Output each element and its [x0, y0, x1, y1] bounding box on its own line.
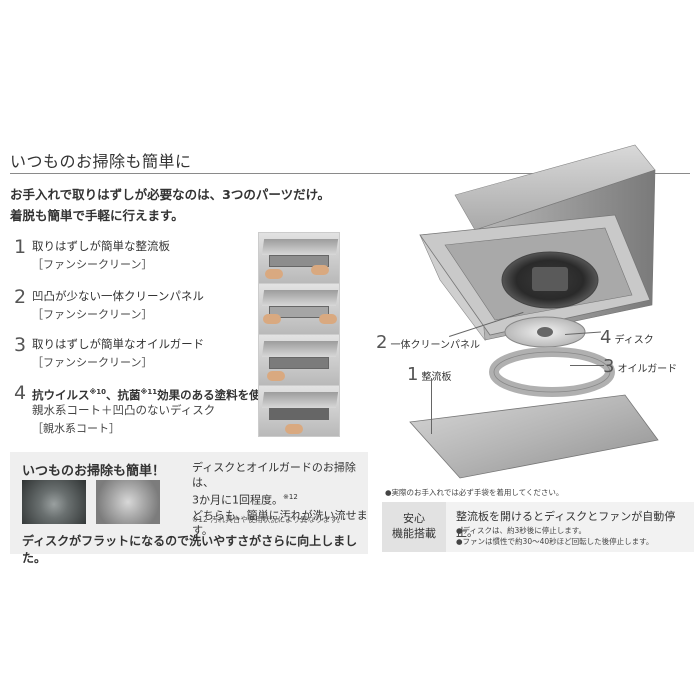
glove-notice: ●実際のお手入れでは必ず手袋を着用してください。 [385, 488, 564, 497]
safety-main-text: 整流板を開けるとディスクとファンが自動停止。 [456, 510, 676, 539]
photo-oil-guard-washing [96, 480, 160, 524]
thumb-oil-guard [258, 334, 340, 386]
thumb-disc [258, 385, 340, 437]
safety-note-fan: ●ファンは慣性で約30〜40秒ほど回転した後停止します。 [456, 537, 654, 546]
tip-line-2: 3か月に1回程度。※12 [192, 493, 298, 507]
safety-note-disc: ●ディスクは、約3秒後に停止します。 [456, 526, 587, 535]
part-text-4: 抗ウイルス※10、抗菌※11効果のある塗料を使用 [32, 384, 272, 404]
part-text-1: 取りはずしが簡単な整流板 [32, 239, 170, 253]
photo-disc-washing [22, 480, 86, 524]
part-number-4: 4 [14, 382, 27, 404]
tip-footnote: ※12 汚れ具合や使用状況により異なります。 [192, 515, 345, 524]
footnote-11: ※11 [140, 388, 158, 396]
page-title: いつものお掃除も簡単に [10, 152, 192, 171]
tip-bottom-text: ディスクがフラットになるので洗いやすさがさらに向上しました。 [22, 534, 358, 565]
tip-line-3: どちらも、簡単に汚れが洗い流せます。 [192, 508, 368, 537]
range-hood-exploded-illustration [409, 144, 659, 479]
part-text-3: 取りはずしが簡単なオイルガード [32, 337, 205, 351]
footnote-10: ※10 [89, 388, 107, 396]
part-text-4a: 抗ウイルス [32, 387, 90, 402]
part-number-3: 3 [14, 334, 27, 356]
part-sub-3: ［ファンシークリーン］ [32, 356, 153, 369]
thumb-rectifier-plate [258, 232, 340, 284]
part-sub-2: ［ファンシークリーン］ [32, 308, 153, 321]
part-line2-4: 親水系コート＋凹凸のないディスク [32, 403, 216, 417]
part-sub-4: ［親水系コート］ [32, 422, 120, 435]
tip-body: ディスクとオイルガードのお掃除は、 3か月に1回程度。※12 どちらも、簡単に汚… [192, 460, 368, 538]
intro-line-2: 着脱も簡単で手軽に行えます。 [10, 208, 184, 223]
tip-title: いつものお掃除も簡単！ [22, 464, 166, 479]
cleaning-tip-box: いつものお掃除も簡単！ ディスクとオイルガードのお掃除は、 3か月に1回程度。※… [10, 452, 368, 565]
title-divider [10, 173, 690, 174]
intro-text: お手入れで取りはずしが必要なのは、3つのパーツだけ。 着脱も簡単で手軽に行えます… [10, 184, 330, 226]
part-number-1: 1 [14, 236, 27, 258]
part-text-4c: 効果のある塗料を使用 [157, 387, 273, 402]
footnote-12: ※12 [283, 493, 298, 501]
part-text-2: 凹凸が少ない一体クリーンパネル [32, 289, 204, 303]
part-text-4b: 、抗菌 [106, 387, 141, 402]
leader-line-3 [570, 365, 604, 366]
thumb-clean-panel [258, 283, 340, 335]
part-number-2: 2 [14, 286, 27, 308]
leader-line-1 [431, 378, 432, 434]
safety-feature-box: 安心 機能搭載 整流板を開けるとディスクとファンが自動停止。 ●ディスクは、約3… [382, 502, 694, 552]
tip-line-1: ディスクとオイルガードのお掃除は、 [192, 461, 356, 489]
safety-label: 安心 機能搭載 [382, 502, 446, 552]
intro-line-1: お手入れで取りはずしが必要なのは、3つのパーツだけ。 [10, 187, 330, 202]
part-sub-1: ［ファンシークリーン］ [32, 258, 153, 271]
